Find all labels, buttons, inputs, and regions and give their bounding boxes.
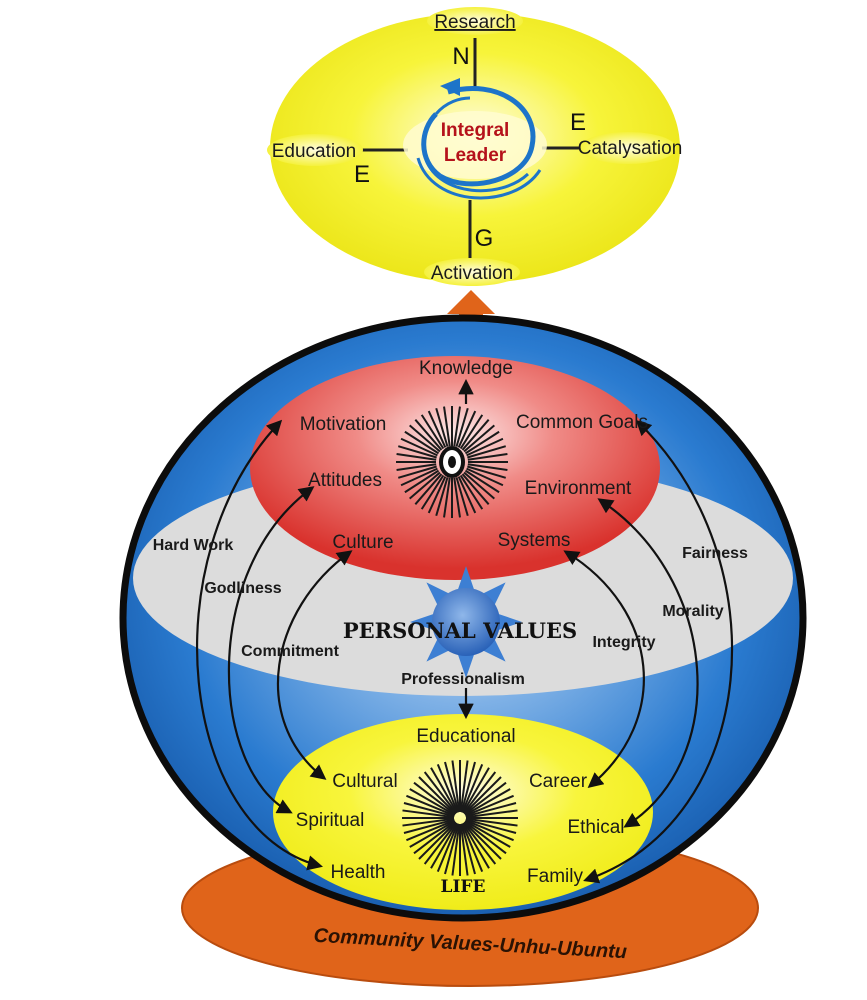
label-morality: Morality xyxy=(662,603,723,620)
label-integrity: Integrity xyxy=(592,634,655,651)
letter-e-right: E xyxy=(570,109,586,136)
label-fairness: Fairness xyxy=(682,545,748,562)
label-professionalism: Professionalism xyxy=(401,671,525,688)
letter-n: N xyxy=(452,43,469,70)
label-knowledge: Knowledge xyxy=(419,358,513,379)
label-cultural: Cultural xyxy=(332,771,397,792)
arrow-spiritual-attitudes xyxy=(227,486,315,814)
letter-g: G xyxy=(475,225,494,252)
knowledge-burst-icon xyxy=(396,406,508,518)
label-environment: Environment xyxy=(525,478,632,499)
label-educational: Educational xyxy=(416,726,515,747)
arrow-ethical-environment xyxy=(597,498,699,828)
research-label: Research xyxy=(434,12,515,33)
activation-pill xyxy=(424,258,520,286)
label-health: Health xyxy=(331,862,386,883)
label-systems: Systems xyxy=(498,530,571,551)
cycle-swirl-icon xyxy=(416,78,542,200)
activation-label: Activation xyxy=(431,263,513,284)
label-hard-work: Hard Work xyxy=(153,537,234,554)
arrow-career-systems xyxy=(563,550,645,788)
label-attitudes: Attitudes xyxy=(308,470,382,491)
label-family: Family xyxy=(527,866,583,887)
label-ethical: Ethical xyxy=(567,817,624,838)
letter-e-left: E xyxy=(354,161,370,188)
label-life: LIFE xyxy=(441,877,486,897)
catalysation-label: Catalysation xyxy=(578,138,683,159)
label-career: Career xyxy=(529,771,588,792)
label-culture: Culture xyxy=(332,532,393,553)
label-personal-values: PERSONAL VALUES xyxy=(343,618,577,643)
education-pill xyxy=(267,134,363,166)
label-motivation: Motivation xyxy=(300,414,387,435)
catalysation-pill xyxy=(580,132,676,164)
sun-icon xyxy=(410,566,522,678)
label-commitment: Commitment xyxy=(241,643,339,660)
research-pill xyxy=(427,7,523,35)
integral-leader-line2: Leader xyxy=(444,145,507,166)
label-godliness: Godliness xyxy=(204,580,281,597)
arrow-health-motivation xyxy=(195,419,323,871)
label-spiritual: Spiritual xyxy=(296,810,365,831)
arrow-cultural-culture xyxy=(276,550,353,780)
life-burst-icon xyxy=(402,760,518,876)
label-common-goals: Common Goals xyxy=(516,412,648,433)
education-label: Education xyxy=(272,141,357,162)
arrow-family-commongoals xyxy=(583,419,733,884)
integral-leader-line1: Integral xyxy=(441,120,510,141)
center-pill xyxy=(403,111,547,179)
